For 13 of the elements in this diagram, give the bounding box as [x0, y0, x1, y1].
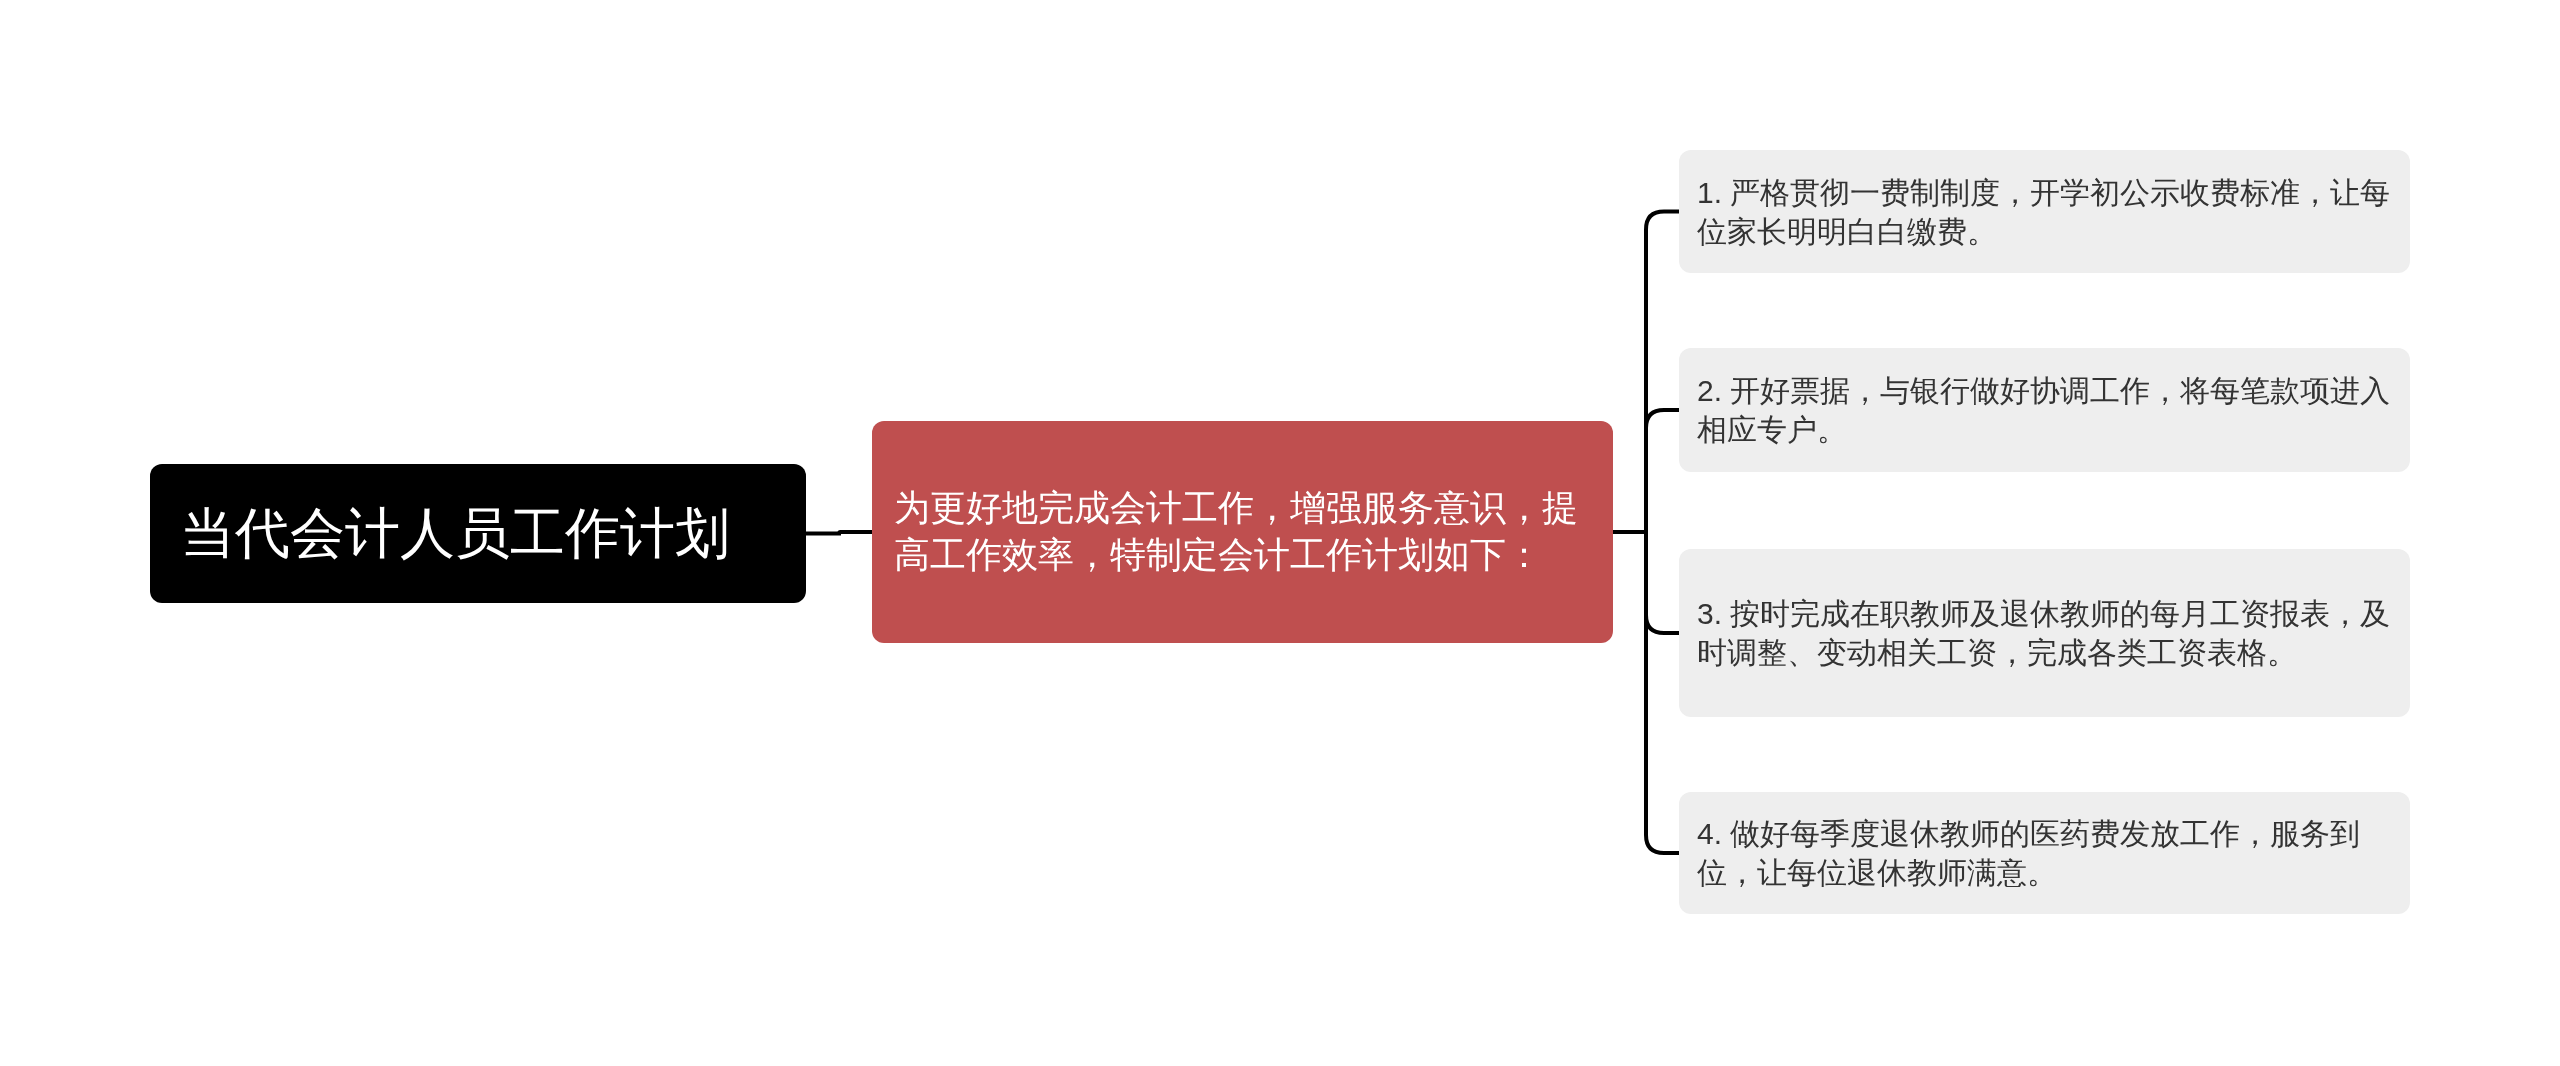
main-topic-box — [872, 421, 1613, 643]
subtopic-box — [1679, 549, 2410, 717]
subtopic-box — [1679, 792, 2410, 914]
subtopic-text: 2. 开好票据，与银行做好协调工作，将每笔款项进入相应专户。 — [1697, 373, 2392, 448]
root-topic-box — [150, 464, 806, 603]
subtopic-box — [1679, 150, 2410, 273]
root-topic-text: 当代会计人员工作计划 — [180, 500, 730, 566]
connector-line — [806, 530, 872, 536]
subtopic-text: 3. 按时完成在职教师及退休教师的每月工资报表，及时调整、变动相关工资，完成各类工资表格。 — [1697, 596, 2392, 671]
main-topic-text: 为更好地完成会计工作，增强服务意识，提高工作效率，特制定会计工作计划如下： — [894, 486, 1579, 577]
subtopic-text: 1. 严格贯彻一费制制度，开学初公示收费标准，让每位家长明明白白缴费。 — [1697, 174, 2392, 250]
subtopic-box — [1679, 348, 2410, 472]
subtopic-text: 4. 做好每季度退休教师的医药费发放工作，服务到位，让每位退休教师满意。 — [1697, 816, 2362, 891]
